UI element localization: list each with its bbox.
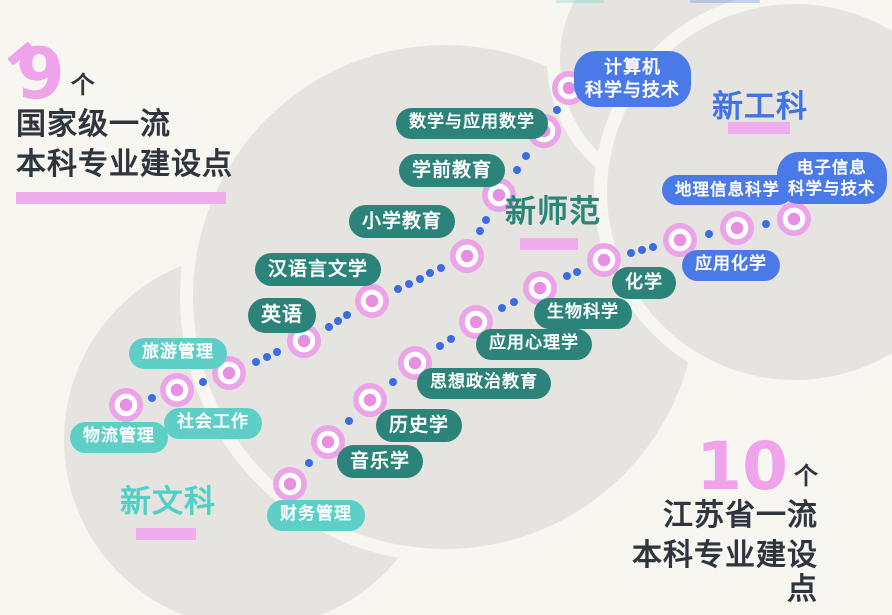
headline-provincial-line2: 本科专业建设点: [632, 537, 818, 608]
major-pill: 小学教育: [349, 205, 456, 239]
major-pill: 思想政治教育: [417, 368, 551, 399]
major-pill: 生物科学: [534, 298, 632, 329]
chain-dot: [273, 348, 282, 357]
chain-dot: [573, 267, 582, 276]
chain-node: [355, 284, 389, 318]
pink-underline-bar: [136, 528, 196, 540]
headline-national-line1: 国家级一流: [16, 107, 171, 143]
major-pill: 物流管理: [70, 422, 168, 453]
chain-dot: [509, 297, 518, 306]
pink-underline-bar: [16, 192, 226, 205]
provincial-count-unit: 个: [794, 462, 818, 491]
major-pill: 汉语言文学: [255, 253, 382, 287]
major-pill: 化学: [612, 267, 676, 300]
chain-dot: [345, 417, 353, 425]
major-pill: 财务管理: [267, 500, 365, 531]
chain-dot: [199, 377, 207, 386]
chain-dot: [761, 219, 770, 228]
national-count-unit: 个: [70, 71, 95, 100]
major-pill: 音乐学: [337, 445, 424, 479]
chain-dot: [343, 311, 352, 320]
major-pill: 社会工作: [164, 408, 262, 439]
chain-dot: [262, 353, 271, 361]
chain-node: [777, 202, 811, 236]
chain-dot: [426, 269, 435, 278]
chain-node: [450, 239, 484, 273]
chain-node: [109, 388, 143, 422]
chain-dot: [388, 377, 397, 386]
provincial-count: 10: [696, 428, 788, 505]
major-pill: 计算机 科学与技术: [574, 51, 691, 108]
chain-node: [273, 467, 307, 501]
chain-dot: [562, 272, 571, 281]
chain-node: [353, 383, 387, 417]
chain-dot: [324, 322, 333, 331]
chain-dot: [435, 342, 444, 351]
major-pill: 应用化学: [682, 250, 780, 281]
chain-dot: [305, 459, 313, 467]
pink-underline-bar: [728, 122, 790, 134]
chain-dot: [251, 357, 260, 366]
major-pill: 历史学: [376, 409, 463, 443]
headline-national: 9 个 国家级一流 本科专业建设点: [16, 33, 233, 205]
chain-dot: [627, 248, 636, 257]
chain-dot: [334, 317, 342, 325]
headline-provincial: 10 个 江苏省一流 本科专业建设点: [610, 428, 818, 615]
chain-dot: [522, 152, 531, 161]
chain-dot: [415, 274, 424, 283]
major-pill: 英语: [248, 298, 316, 333]
group-label-new-normal: 新师范: [505, 194, 601, 230]
national-count: 9: [16, 33, 65, 115]
major-pill: 数学与应用数学: [396, 108, 548, 139]
headline-national-line2: 本科专业建设点: [16, 146, 233, 182]
major-pill: 电子信息 科学与技术: [777, 152, 887, 205]
pink-underline-bar: [520, 238, 578, 250]
major-pill: 旅游管理: [129, 338, 227, 369]
chain-dot: [704, 230, 713, 238]
chain-dot: [404, 279, 413, 288]
chain-node: [160, 373, 194, 407]
headline-provincial-line1: 江苏省一流: [663, 498, 818, 534]
cropped-text-remnant: [690, 0, 760, 3]
chain-dot: [394, 284, 403, 293]
major-pill: 学前教育: [399, 154, 506, 188]
chain-dot: [481, 216, 490, 225]
chain-dot: [476, 226, 485, 235]
group-label-new-engineering: 新工科: [712, 89, 808, 125]
chain-dot: [147, 393, 156, 402]
major-pill: 应用心理学: [476, 329, 592, 360]
cropped-text-remnant: [556, 0, 604, 3]
chain-dot: [447, 334, 456, 343]
chain-dot: [512, 165, 521, 174]
major-pill: 地理信息科学: [662, 175, 793, 206]
chain-node: [720, 211, 754, 245]
chain-dot: [436, 264, 445, 273]
chain-dot: [552, 105, 561, 114]
chain-dot: [638, 246, 646, 254]
chain-dot: [498, 304, 507, 313]
chain-dot: [648, 243, 657, 252]
group-label-new-liberal-arts: 新文科: [120, 484, 216, 520]
